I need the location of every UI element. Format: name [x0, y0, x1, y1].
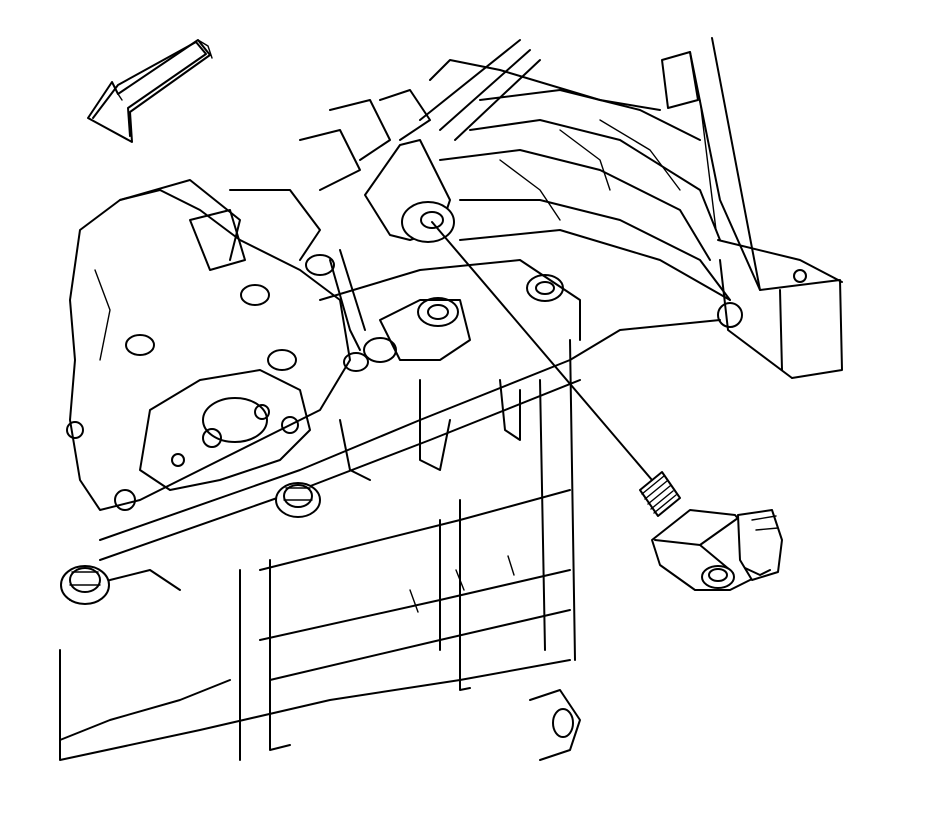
arrow-forward-left-icon — [87, 39, 213, 143]
sensor-mounting-hole — [364, 139, 455, 243]
leader-line — [431, 221, 653, 481]
cylinder-head-flange — [66, 179, 351, 511]
electrical-connector — [737, 509, 783, 581]
knock-sensor — [639, 471, 761, 591]
transmission-bracket — [661, 37, 843, 379]
oil-pan-rail — [59, 339, 581, 761]
engine-block-upper — [299, 39, 731, 301]
mounting-bolt — [60, 482, 321, 605]
engine-block-deck — [99, 249, 721, 561]
